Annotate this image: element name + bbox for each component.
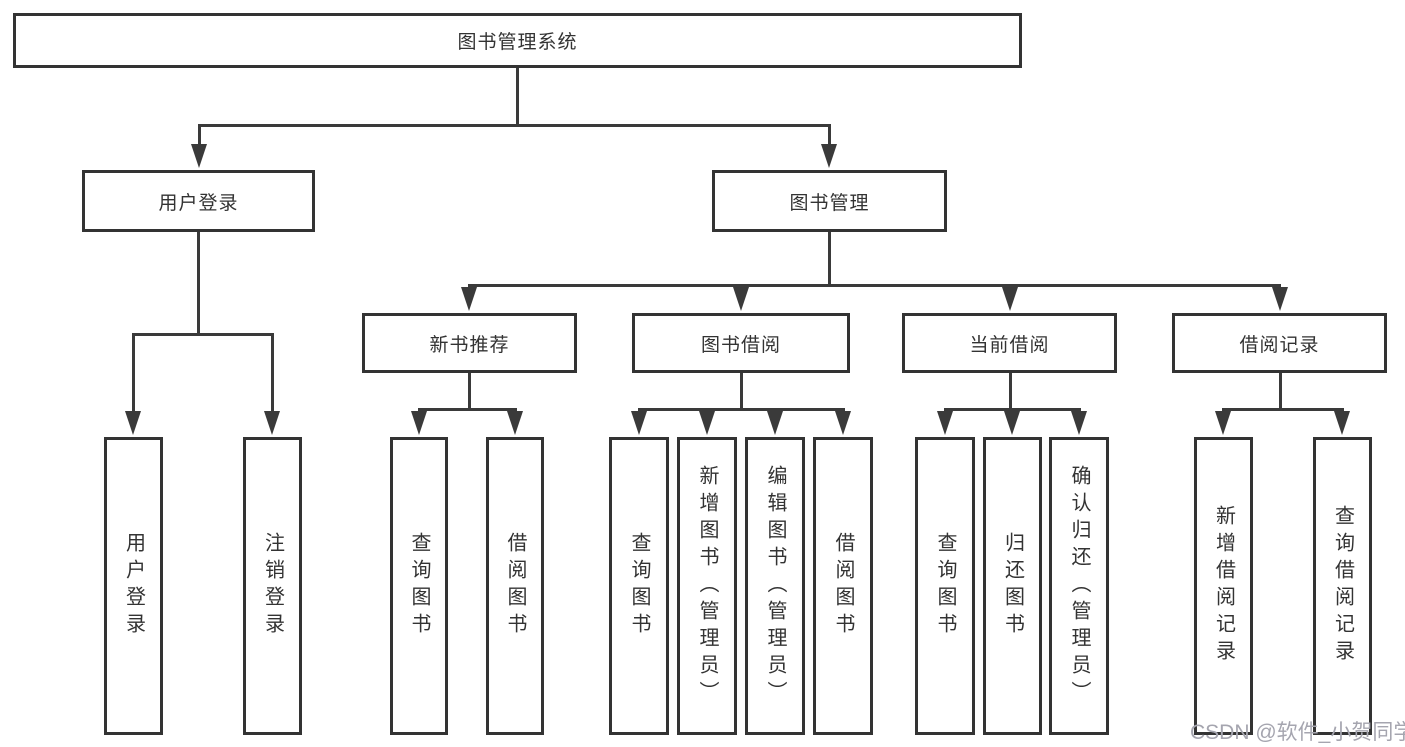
connector-line [468, 284, 1281, 287]
leaf-label: 借阅图书 [832, 532, 854, 640]
leaf-label: 编辑图书（管理员） [764, 464, 786, 708]
connector-line [418, 408, 517, 411]
leaf-label: 注销登录 [261, 532, 284, 640]
arrowhead-down-icon [733, 287, 749, 311]
leaf-query-books-3: 查询图书 [915, 437, 975, 735]
leaf-label: 查询图书 [934, 532, 956, 640]
arrowhead-down-icon [264, 411, 280, 435]
arrowhead-down-icon [631, 411, 647, 435]
leaf-label: 借阅图书 [504, 532, 526, 640]
leaf-label: 确认归还（管理员） [1068, 464, 1090, 708]
node-book-management: 图书管理 [712, 170, 947, 232]
leaf-logout: 注销登录 [243, 437, 302, 735]
leaf-borrow-books-2: 借阅图书 [813, 437, 873, 735]
leaf-edit-books-admin: 编辑图书（管理员） [745, 437, 805, 735]
arrowhead-down-icon [835, 411, 851, 435]
arrowhead-down-icon [461, 287, 477, 311]
connector-line [516, 68, 519, 126]
leaf-label: 新增借阅记录 [1212, 505, 1235, 667]
leaf-user-login: 用户登录 [104, 437, 163, 735]
arrowhead-down-icon [1215, 411, 1231, 435]
leaf-label: 查询借阅记录 [1331, 505, 1354, 667]
leaf-query-books-1: 查询图书 [390, 437, 448, 735]
connector-line [197, 232, 200, 336]
connector-line [1279, 373, 1282, 411]
arrowhead-down-icon [191, 144, 207, 168]
connector-line [638, 408, 845, 411]
connector-line [828, 232, 831, 286]
arrowhead-down-icon [125, 411, 141, 435]
leaf-label: 用户登录 [122, 532, 145, 640]
connector-line [198, 124, 201, 148]
arrowhead-down-icon [507, 411, 523, 435]
connector-line [132, 333, 274, 336]
connector-line [1009, 373, 1012, 411]
arrowhead-down-icon [1002, 287, 1018, 311]
csdn-watermark: CSDN @软件_小贺同学 [1190, 721, 1405, 744]
arrowhead-down-icon [411, 411, 427, 435]
connector-line [271, 333, 274, 413]
arrowhead-down-icon [937, 411, 953, 435]
node-borrow-records: 借阅记录 [1172, 313, 1387, 373]
connector-line [1222, 408, 1344, 411]
connector-line [132, 333, 135, 413]
leaf-borrow-books-1: 借阅图书 [486, 437, 544, 735]
connector-line [828, 124, 831, 148]
arrowhead-down-icon [699, 411, 715, 435]
connector-line [740, 373, 743, 411]
leaf-label: 归还图书 [1001, 532, 1024, 640]
node-new-book-recommend: 新书推荐 [362, 313, 577, 373]
connector-line [198, 124, 831, 127]
leaf-label: 新增图书（管理员） [696, 464, 718, 708]
leaf-return-books: 归还图书 [983, 437, 1042, 735]
leaf-query-books-2: 查询图书 [609, 437, 669, 735]
connector-line [468, 373, 471, 411]
leaf-confirm-return-admin: 确认归还（管理员） [1049, 437, 1109, 735]
node-book-borrow: 图书借阅 [632, 313, 850, 373]
arrowhead-down-icon [1004, 411, 1020, 435]
arrowhead-down-icon [1334, 411, 1350, 435]
node-current-borrow: 当前借阅 [902, 313, 1117, 373]
leaf-label: 查询图书 [408, 532, 430, 640]
leaf-label: 查询图书 [628, 532, 650, 640]
arrowhead-down-icon [821, 144, 837, 168]
connector-line [944, 408, 1081, 411]
arrowhead-down-icon [1272, 287, 1288, 311]
leaf-add-borrow-record: 新增借阅记录 [1194, 437, 1253, 735]
arrowhead-down-icon [1071, 411, 1087, 435]
node-user-login: 用户登录 [82, 170, 315, 232]
arrowhead-down-icon [767, 411, 783, 435]
node-root: 图书管理系统 [13, 13, 1022, 68]
leaf-add-books-admin: 新增图书（管理员） [677, 437, 737, 735]
leaf-query-borrow-record: 查询借阅记录 [1313, 437, 1372, 735]
